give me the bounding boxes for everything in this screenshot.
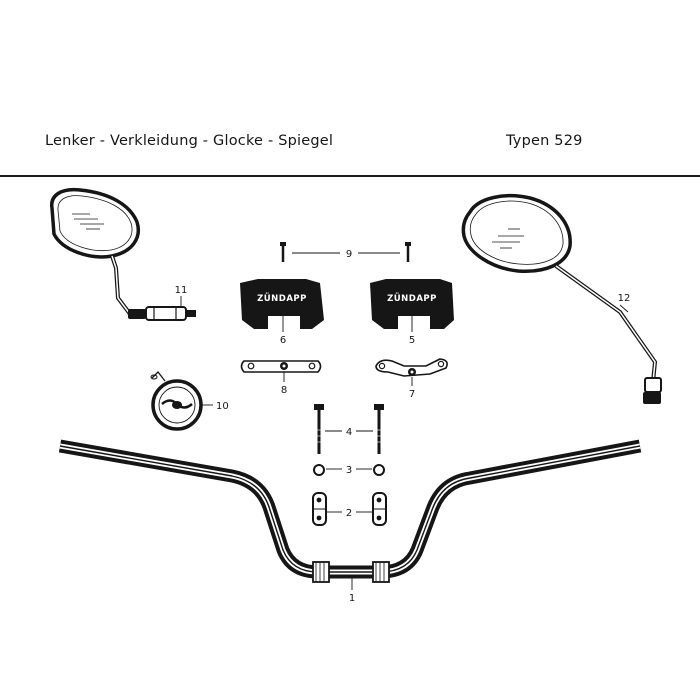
cover-part-5: ZÜNDAPP: [370, 279, 454, 329]
label-part-3: 3: [346, 465, 352, 476]
label-part-1: 1: [349, 593, 355, 604]
cover-part-6: ZÜNDAPP: [240, 279, 324, 329]
screw-pair-part-9: [280, 242, 411, 262]
cover-brand-right: ZÜNDAPP: [387, 293, 437, 304]
label-part-2: 2: [346, 508, 352, 519]
label-part-7: 7: [409, 389, 415, 400]
label-part-4: 4: [346, 427, 352, 438]
handlebar-part-1: [58, 439, 642, 583]
type-designation: Typen 529: [506, 133, 583, 149]
right-mirror: [461, 193, 662, 404]
label-part-9: 9: [346, 249, 352, 260]
diagram-title: Lenker - Verkleidung - Glocke - Spiegel: [45, 133, 334, 149]
label-part-5: 5: [409, 335, 415, 346]
label-part-8: 8: [281, 385, 287, 396]
label-part-11: 11: [175, 285, 188, 296]
bell-part-10: [150, 371, 203, 431]
left-mirror: [50, 187, 196, 321]
label-part-12: 12: [618, 293, 631, 304]
bracket-part-8: [240, 360, 322, 373]
cover-brand-left: ZÜNDAPP: [257, 293, 307, 304]
header-divider: [0, 175, 700, 177]
bracket-part-7: [375, 358, 448, 377]
label-part-6: 6: [280, 335, 286, 346]
washer-pair-part-3: [313, 464, 385, 476]
bolt-pair-part-4: [314, 404, 384, 454]
clamp-pair-part-2: [312, 492, 387, 526]
label-part-10: 10: [216, 401, 229, 412]
